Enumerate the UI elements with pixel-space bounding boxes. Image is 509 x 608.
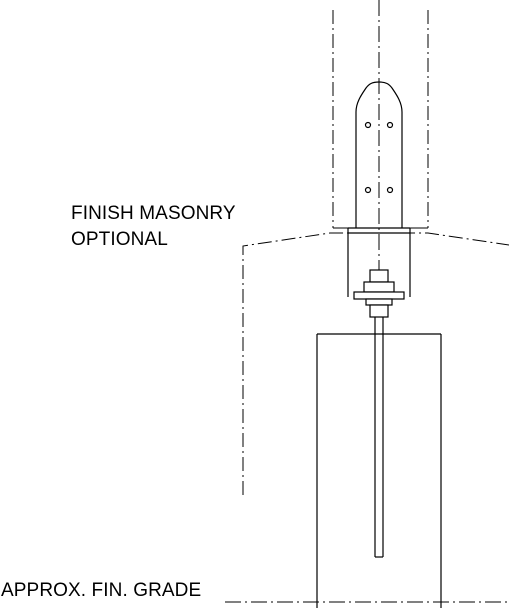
anchor-nut-washer	[353, 269, 405, 318]
anchor-bolt-shaft	[374, 317, 384, 558]
approx-grade-label: APPROX. FIN. GRADE	[1, 580, 202, 601]
strap-bolt-holes	[364, 121, 394, 194]
concrete-pier	[316, 333, 442, 608]
finish-masonry-label: FINISH MASONRY	[71, 203, 236, 224]
optional-label: OPTIONAL	[71, 229, 168, 250]
finish-masonry-outline	[242, 232, 509, 495]
wood-post-outline	[332, 10, 429, 228]
post-base-strap	[355, 81, 403, 228]
